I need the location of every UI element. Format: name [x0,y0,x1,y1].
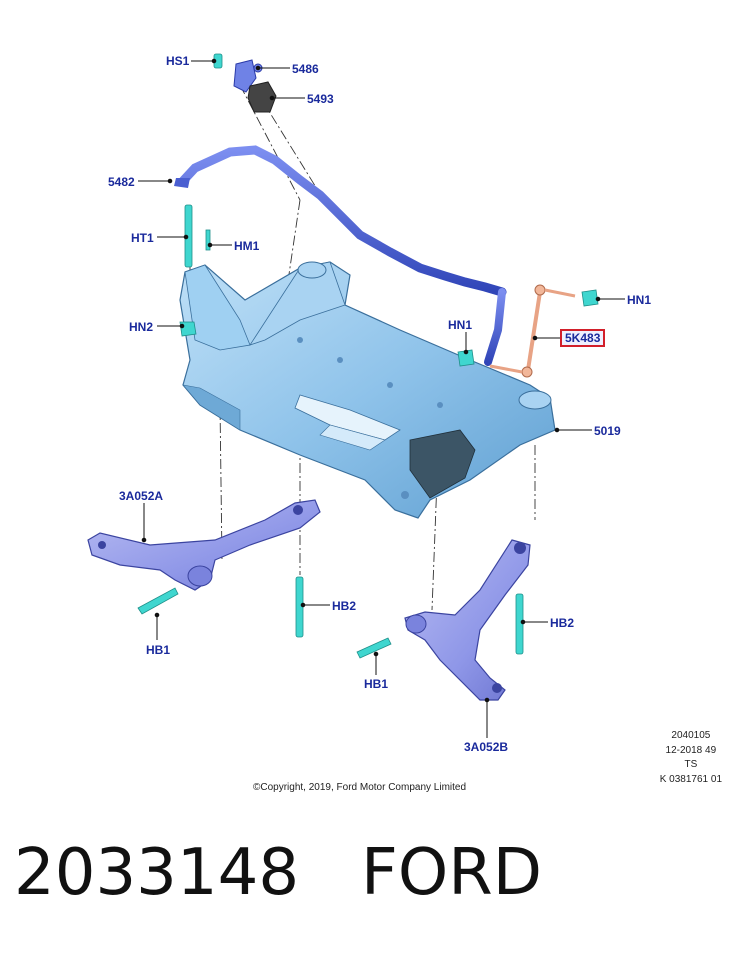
callout-hb2-right: HB2 [550,616,575,630]
stamp-line-3: TS [684,759,698,770]
exploded-parts-diagram [87,53,625,738]
stamp-line-1: 2040105 [671,730,711,741]
control-arm-left [87,499,321,591]
callout-hn1-right: HN1 [627,293,652,307]
callout-5493: 5493 [307,92,334,106]
bracket-and-bushing [233,59,277,113]
callout-hs1: HS1 [166,54,190,68]
brand-name: FORD [361,836,542,910]
callout-hb1-left: HB1 [146,643,171,657]
callout-hm1: HM1 [234,239,260,253]
drawing-stamp: 2040105 12-2018 49 TS K 0381761 01 [660,729,722,787]
callout-hn2: HN2 [129,320,154,334]
part-number: 2033148 [14,836,300,910]
callout-3a052a: 3A052A [119,489,164,503]
subframe [179,261,556,519]
footer-caption: 2033148 FORD [14,836,542,910]
stamp-line-4: K 0381761 01 [659,773,722,785]
callout-hb1-right: HB1 [364,677,389,691]
callout-hn1-left: HN1 [448,318,473,332]
callout-ht1: HT1 [131,231,154,245]
callout-5482: 5482 [108,175,135,189]
control-arm-right [404,539,531,701]
callout-5k483-highlighted: 5K483 [560,329,606,347]
copyright-notice: ©Copyright, 2019, Ford Motor Company Lim… [253,782,467,793]
stabilizer-bar [174,145,507,366]
callout-5486: 5486 [292,62,319,76]
callout-hb2-left: HB2 [332,599,357,613]
stamp-line-2: 12-2018 49 [665,744,717,756]
callout-5019: 5019 [594,424,621,438]
stabilizer-link [489,284,576,378]
callout-3a052b: 3A052B [464,740,509,754]
callout-leaders [138,58,625,738]
